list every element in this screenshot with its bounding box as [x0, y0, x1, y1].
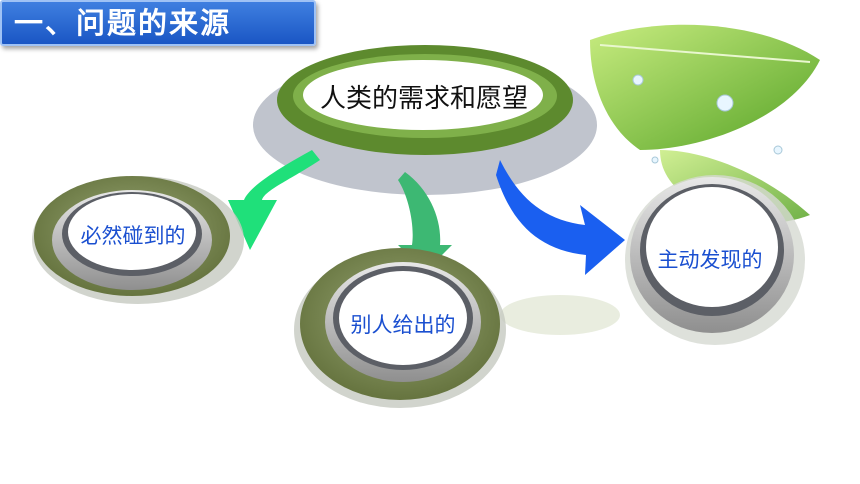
node-middle [294, 248, 620, 408]
arrow-to-right-node [496, 160, 625, 275]
arrow-to-left-node [228, 150, 320, 250]
node-left-label: 必然碰到的 [80, 224, 186, 248]
node-right [625, 175, 805, 345]
arrow-to-middle-node [398, 172, 452, 272]
node-middle-label: 别人给出的 [350, 313, 456, 337]
section-title-bar [0, 0, 316, 46]
center-node-label: 人类的需求和愿望 [319, 84, 528, 114]
node-right-label: 主动发现的 [657, 248, 763, 272]
center-node [253, 45, 597, 195]
node-left [32, 176, 244, 304]
section-title: 一、问题的来源 [14, 6, 232, 40]
